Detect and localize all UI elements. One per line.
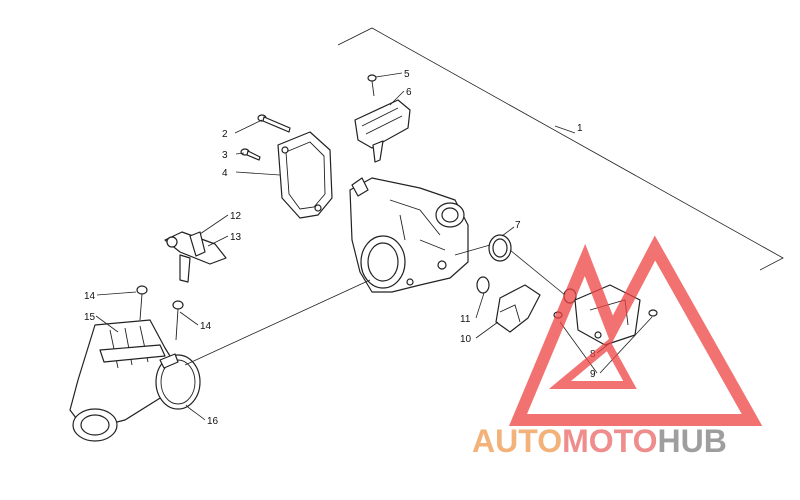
- intake-boot-15: [69, 319, 181, 442]
- callout-15: 15: [84, 312, 96, 323]
- throttle-body: [349, 177, 469, 293]
- watermark-text: AUTOMOTOHUB: [472, 423, 727, 459]
- watermark-moto: MOTO: [562, 423, 657, 459]
- svg-text:AUTOMOTOHUB: AUTOMOTOHUB: [472, 423, 727, 459]
- callout-9: 9: [590, 369, 596, 380]
- callout-14-upper: 14: [84, 291, 96, 302]
- bolt-14a: [136, 285, 148, 321]
- watermark-logo: [508, 235, 763, 426]
- callout-2: 2: [222, 129, 228, 140]
- screw-5: [367, 74, 377, 97]
- assembly-bracket: [337, 27, 784, 271]
- watermark-inner-triangle-icon: [548, 338, 637, 389]
- sensor-12: [164, 231, 227, 283]
- callout-10: 10: [460, 334, 472, 345]
- clamp-16: [155, 353, 201, 410]
- callout-14-lower: 14: [200, 321, 212, 332]
- callout-7: 7: [515, 220, 521, 231]
- sensor-6: [354, 99, 411, 163]
- callout-1: 1: [577, 123, 583, 134]
- sensor-10: [495, 284, 541, 333]
- cover-plate: [277, 131, 333, 219]
- callout-labels: 1 2 3 4 5 6 7 8 9 10 11 12 13 14 14 15 1…: [84, 69, 596, 427]
- callout-11: 11: [460, 314, 471, 325]
- screw-3: [240, 148, 261, 161]
- watermark-triangle-icon: [508, 235, 763, 426]
- bolt-14b: [172, 300, 184, 341]
- callout-13: 13: [230, 232, 242, 243]
- watermark-auto: AUTO: [472, 423, 562, 459]
- o-ring-11: [476, 276, 490, 294]
- callout-12: 12: [230, 211, 242, 222]
- screw-2: [257, 114, 291, 133]
- center-line: [184, 244, 566, 366]
- screw-9a: [648, 309, 658, 317]
- watermark-hub: HUB: [657, 423, 726, 459]
- callout-4: 4: [222, 168, 228, 179]
- o-ring-7: [488, 234, 512, 262]
- callout-5: 5: [404, 69, 410, 80]
- callout-16: 16: [207, 416, 219, 427]
- callout-6: 6: [406, 87, 412, 98]
- callout-3: 3: [222, 150, 228, 161]
